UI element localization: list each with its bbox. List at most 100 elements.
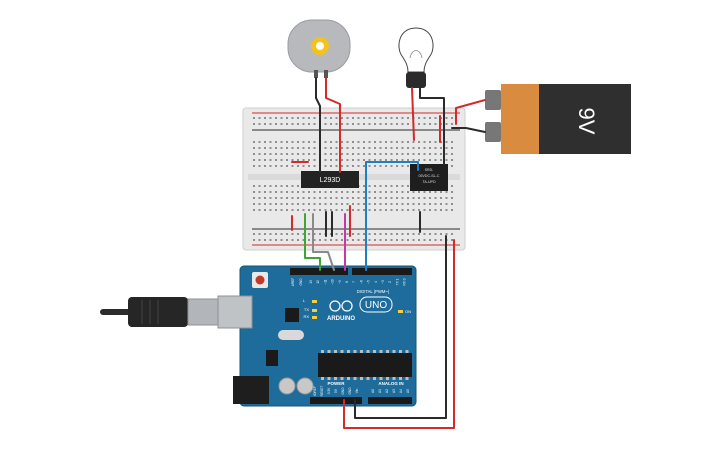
digital-pin-label: ~11 [323,279,327,284]
breadboard-hole [363,239,365,241]
breadboard-hole [275,141,277,143]
breadboard-hole [385,159,387,161]
analog-pin-label: A4 [399,389,403,393]
breadboard-hole [346,123,349,125]
chip-pin [360,377,363,380]
breadboard-hole [385,191,387,193]
breadboard-hole [275,209,277,211]
breadboard-hole [352,203,354,205]
breadboard-hole [390,141,393,143]
breadboard-hole [385,197,387,199]
breadboard-hole [258,209,261,211]
breadboard-hole [451,147,453,149]
breadboard-hole [374,191,376,193]
breadboard-hole [280,123,283,125]
breadboard-hole [297,203,299,205]
breadboard-hole [412,197,415,199]
chip-pin [373,377,376,380]
breadboard-hole [429,141,431,143]
power-pin-label: 3.3V [327,387,331,394]
breadboard-hole [341,197,343,199]
breadboard-hole [269,209,272,211]
breadboard-hole [341,191,343,193]
usb-cable-wire [100,309,134,315]
breadboard-hole [297,117,299,119]
breadboard-hole [280,117,283,119]
breadboard-hole [291,233,294,235]
breadboard-hole [368,191,371,193]
breadboard-hole [385,239,387,241]
led-on [398,310,403,313]
breadboard-hole [374,147,376,149]
breadboard-hole [401,233,404,235]
breadboard-hole [253,185,255,187]
chip-pin [327,350,331,353]
breadboard-hole [385,203,387,205]
breadboard-hole [434,153,437,155]
breadboard-hole [302,165,305,167]
breadboard-hole [412,209,415,211]
breadboard-hole [368,203,371,205]
breadboard-hole [352,147,354,149]
breadboard-hole [319,191,321,193]
breadboard-hole [264,159,266,161]
breadboard-hole [429,197,431,199]
breadboard-hole [434,123,437,125]
breadboard-hole [385,233,387,235]
digital-pin-label: RX 0 [403,278,407,285]
breadboard-hole [379,165,382,167]
breadboard-hole [291,147,294,149]
breadboard-hole [275,159,277,161]
analog-header-label: ANALOG IN [378,381,403,386]
breadboard-hole [396,117,398,119]
breadboard-hole [302,191,305,193]
breadboard-hole [401,191,404,193]
breadboard-hole [324,159,327,161]
breadboard-hole [451,141,453,143]
breadboard-hole [418,153,420,155]
breadboard-hole [286,165,288,167]
breadboard-hole [291,239,294,241]
breadboard-hole [379,239,382,241]
label-on: ON [405,309,411,314]
breadboard-hole [313,159,316,161]
digital-pin-label: 13 [309,280,313,284]
wire-motor-red [325,77,341,173]
breadboard-hole [346,209,349,211]
power-pin-label: GND [348,387,352,395]
breadboard-hole [357,165,360,167]
breadboard-hole [352,191,354,193]
wire-gnd-black [354,235,447,419]
breadboard-hole [368,239,371,241]
breadboard-hole [335,123,338,125]
breadboard-hole [330,147,332,149]
breadboard-hole [407,159,409,161]
breadboard-hole [374,197,376,199]
breadboard-hole [335,141,338,143]
breadboard-hole [374,165,376,167]
breadboard-hole [401,203,404,205]
analog-pin-label: A0 [371,389,375,393]
breadboard-hole [385,209,387,211]
breadboard-hole [319,239,321,241]
breadboard-hole [253,203,255,205]
breadboard-hole [412,239,415,241]
breadboard-hole [429,159,431,161]
breadboard-hole [308,123,310,125]
breadboard-hole [341,239,343,241]
breadboard-hole [269,165,272,167]
breadboard-hole [286,191,288,193]
breadboard-hole [275,147,277,149]
breadboard-hole [357,123,360,125]
breadboard-hole [357,117,360,119]
breadboard-hole [445,233,448,235]
usb-cable [100,297,219,327]
breadboard-hole [418,147,420,149]
breadboard-hole [335,117,338,119]
l293d-body [301,171,359,188]
breadboard-hole [368,165,371,167]
breadboard-hole [396,159,398,161]
breadboard-hole [253,123,255,125]
breadboard-hole [253,147,255,149]
breadboard-hole [401,239,404,241]
